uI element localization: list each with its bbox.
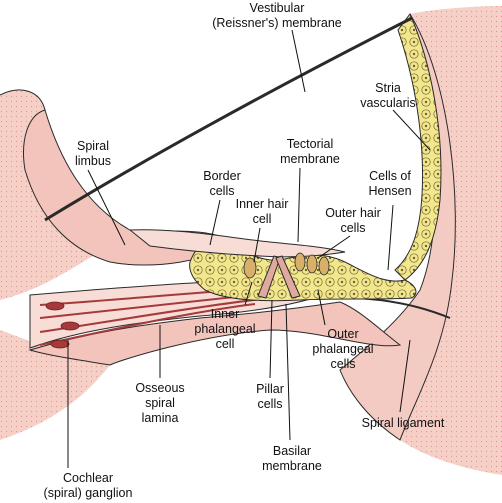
label-outer-hair-1: Outer hair bbox=[325, 206, 381, 220]
label-basilar-2: membrane bbox=[262, 459, 322, 473]
label-spiral-limbus-1: Spiral bbox=[77, 139, 109, 153]
label-outer-phalangeal-2: phalangeal bbox=[312, 342, 373, 356]
label-stria-1: Stria bbox=[375, 81, 401, 95]
label-tectorial-1: Tectorial bbox=[287, 137, 334, 151]
spiral-ligament bbox=[339, 13, 456, 441]
stria-vascularis bbox=[394, 13, 442, 281]
label-spiral-ligament: Spiral ligament bbox=[362, 416, 445, 430]
lower-lamina bbox=[28, 301, 402, 366]
tectorial-membrane bbox=[128, 229, 346, 258]
label-inner-phalangeal-2: phalangeal bbox=[194, 322, 255, 336]
hair-cells bbox=[243, 252, 330, 279]
vestibular-membrane bbox=[44, 16, 413, 222]
label-hensen-2: Hensen bbox=[368, 184, 411, 198]
label-stria-2: vascularis bbox=[360, 96, 416, 110]
label-osseous-2: spiral bbox=[145, 396, 175, 410]
label-outer-hair-2: cells bbox=[340, 221, 365, 235]
label-basilar-1: Basilar bbox=[273, 444, 311, 458]
leader-lines bbox=[67, 29, 431, 468]
labels: Vestibular (Reissner's) membrane Stria v… bbox=[44, 1, 445, 500]
label-osseous-1: Osseous bbox=[135, 381, 184, 395]
label-osseous-3: lamina bbox=[142, 411, 179, 425]
label-inner-phalangeal-3: cell bbox=[216, 337, 235, 351]
label-inner-phalangeal-1: Inner bbox=[211, 307, 240, 321]
label-ganglion-1: Cochlear bbox=[63, 471, 113, 485]
scala-media-upper bbox=[0, 89, 46, 111]
label-inner-hair-2: cell bbox=[253, 212, 272, 226]
bony-region-lower-left bbox=[0, 330, 110, 440]
label-inner-hair-1: Inner hair bbox=[236, 197, 289, 211]
label-pillar-1: Pillar bbox=[256, 382, 284, 396]
ganglion-cells bbox=[45, 301, 80, 349]
pillar-cells bbox=[257, 255, 301, 299]
label-hensen-1: Cells of bbox=[369, 169, 411, 183]
label-pillar-2: cells bbox=[257, 397, 282, 411]
label-border-1: Border bbox=[203, 169, 241, 183]
label-spiral-limbus-2: limbus bbox=[75, 154, 111, 168]
label-vestibular-1: Vestibular bbox=[250, 1, 305, 15]
bony-wall-right bbox=[400, 6, 502, 475]
label-border-2: cells bbox=[209, 184, 234, 198]
label-outer-phalangeal-3: cells bbox=[330, 357, 355, 371]
label-outer-phalangeal-1: Outer bbox=[327, 327, 358, 341]
label-ganglion-2: (spiral) ganglion bbox=[44, 486, 133, 500]
label-tectorial-2: membrane bbox=[280, 152, 340, 166]
label-vestibular-2: (Reissner's) membrane bbox=[212, 16, 342, 30]
